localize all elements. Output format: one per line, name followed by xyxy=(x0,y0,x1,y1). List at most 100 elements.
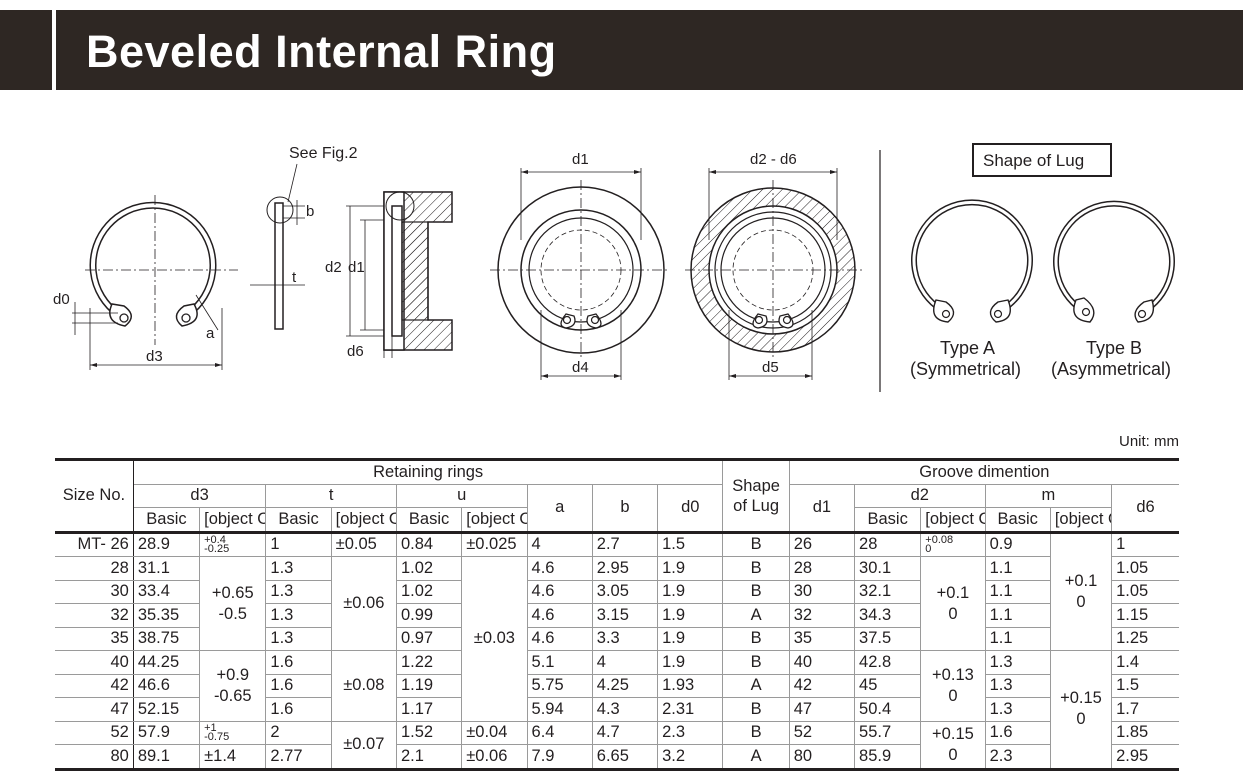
cell-size: 52 xyxy=(55,720,134,745)
cell-d3: 89.1 xyxy=(132,744,201,770)
cell-d2: 32.1 xyxy=(854,579,922,604)
cell-lug: B xyxy=(722,626,790,651)
cell-d3: 28.9 xyxy=(132,531,201,557)
tol-lower: 0 xyxy=(948,745,958,764)
label-t: t xyxy=(292,269,297,286)
cell-lug: B xyxy=(722,579,790,604)
page-title: Beveled Internal Ring xyxy=(86,26,557,77)
cell-u: 1.52 xyxy=(395,720,463,745)
cell-t-tol: ±0.05 xyxy=(330,531,397,557)
header-basic: Basic xyxy=(132,507,201,534)
cell-u: 1.22 xyxy=(395,650,463,675)
installed-view-d2 xyxy=(685,168,862,380)
cell-m: 1.1 xyxy=(984,579,1051,604)
label-b: b xyxy=(306,203,314,220)
label-d1: d1 xyxy=(348,259,365,276)
cell-d3: 38.75 xyxy=(132,626,201,651)
label-d3: d3 xyxy=(146,348,163,365)
header-of-lug: of Lug xyxy=(733,496,780,515)
cell-a: 4 xyxy=(526,531,593,557)
cell-d6: 1.7 xyxy=(1111,697,1179,722)
label-d2-d6: d2 - d6 xyxy=(750,151,797,168)
cell-a: 4.6 xyxy=(526,556,593,581)
header-tol: [object Object] xyxy=(330,507,397,534)
title-stripe xyxy=(52,10,56,90)
header-u: u xyxy=(395,483,528,508)
cell-t: 1.3 xyxy=(265,579,332,604)
cell-d0: 1.9 xyxy=(657,579,724,604)
cell-m: 0.9 xyxy=(984,531,1051,557)
cell-t: 1.3 xyxy=(265,603,332,628)
type-b-label: Type B xyxy=(1086,338,1142,358)
cell-lug: A xyxy=(722,603,790,628)
tol-upper: +0.65 xyxy=(211,583,254,602)
table-row: 32 35.35 1.3 0.99 4.6 3.15 1.9 A 32 34.3… xyxy=(55,603,1179,628)
tol-lower: -0.25 xyxy=(204,542,230,555)
cell-u: 0.97 xyxy=(395,626,463,651)
cell-d3: 46.6 xyxy=(132,673,201,698)
cell-d2: 50.4 xyxy=(854,697,922,722)
label-d5: d5 xyxy=(762,359,779,376)
type-a-label: Type A xyxy=(940,338,995,358)
header-tol: [object Object] xyxy=(1049,507,1113,534)
cell-d3: 57.9 xyxy=(132,720,201,745)
tol-upper: +0.13 xyxy=(932,665,974,684)
cell-u: 1.19 xyxy=(395,673,463,698)
cell-b: 3.15 xyxy=(591,603,659,628)
cell-d6: 1.5 xyxy=(1111,673,1179,698)
cell-t: 1.3 xyxy=(265,626,332,651)
header-basic: Basic xyxy=(265,507,332,534)
cell-u: 1.02 xyxy=(395,556,463,581)
type-b-ring xyxy=(1053,200,1175,323)
cell-a: 5.1 xyxy=(526,650,593,675)
cell-m: 1.3 xyxy=(984,650,1051,675)
cell-b: 2.95 xyxy=(591,556,659,581)
cell-d0: 1.9 xyxy=(657,556,724,581)
cell-a: 4.6 xyxy=(526,626,593,651)
cell-size: 35 xyxy=(55,626,134,651)
tol-lower: 0 xyxy=(925,542,932,555)
lug-box xyxy=(972,143,1112,177)
cell-d2: 85.9 xyxy=(854,744,922,770)
cell-d0: 2.3 xyxy=(657,720,724,745)
tol-lower: -0.65 xyxy=(213,686,252,705)
tol-upper: +0.1 xyxy=(936,583,970,602)
cell-d3-tol: ±1.4 xyxy=(199,744,267,770)
label-d2: d2 xyxy=(325,259,342,276)
cell-d1: 28 xyxy=(788,556,856,581)
cell-lug: A xyxy=(722,673,790,698)
header-d1: d1 xyxy=(788,483,856,534)
cell-m: 1.1 xyxy=(984,556,1051,581)
cell-d3-tol: +1-0.75 xyxy=(199,720,267,745)
cell-size: 28 xyxy=(55,556,134,581)
header-b: b xyxy=(591,483,659,534)
tol-upper: +0.15 xyxy=(1060,689,1102,708)
cell-b: 2.7 xyxy=(591,531,659,557)
cell-d2: 45 xyxy=(854,673,922,698)
cell-u-tol: ±0.025 xyxy=(461,531,528,557)
label-d6: d6 xyxy=(347,343,364,360)
header-a: a xyxy=(526,483,593,534)
label-d4: d4 xyxy=(572,359,589,376)
cell-d2: 42.8 xyxy=(854,650,922,675)
table-row: 30 33.4 1.3 1.02 4.6 3.05 1.9 B 30 32.1 … xyxy=(55,579,1179,604)
cell-size: 32 xyxy=(55,603,134,628)
cell-b: 4.25 xyxy=(591,673,659,698)
cell-d6: 1.25 xyxy=(1111,626,1179,651)
cell-t-tol: ±0.07 xyxy=(330,720,397,770)
header-groove: Groove dimention xyxy=(788,459,1179,485)
cell-d6: 1.05 xyxy=(1111,579,1179,604)
cell-t: 1 xyxy=(265,531,332,557)
cell-d6: 1 xyxy=(1111,531,1179,557)
cell-size: MT- 26 xyxy=(55,531,134,557)
cell-m: 1.6 xyxy=(984,720,1051,745)
header-basic: Basic xyxy=(854,507,922,534)
cell-d6: 1.15 xyxy=(1111,603,1179,628)
cell-m: 1.1 xyxy=(984,626,1051,651)
table-row: MT- 26 28.9 +0.4-0.25 1 ±0.05 0.84 ±0.02… xyxy=(55,531,1179,651)
cell-u-tol: ±0.03 xyxy=(461,556,528,722)
